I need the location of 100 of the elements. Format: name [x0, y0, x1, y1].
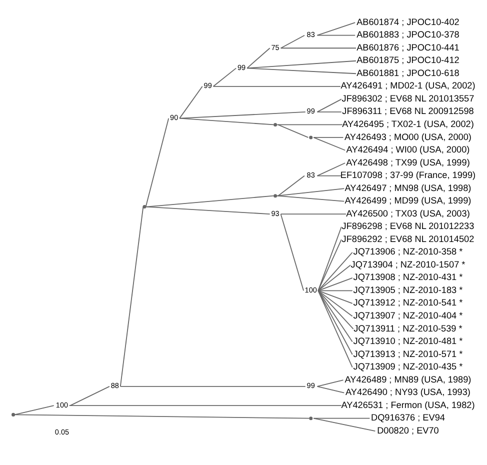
- node-point: [309, 416, 313, 420]
- node-text: JQ713908 ; NZ-2010-431 *: [353, 272, 463, 282]
- connector: [318, 238, 342, 291]
- node-text: AB601875 ; JPOC10-412: [356, 54, 460, 65]
- node-text: JF896302 ; EV68 NL 201013557: [342, 92, 474, 103]
- connector: [318, 251, 353, 291]
- node-text: AY426491 ; MD02-1 (USA, 2002): [340, 80, 476, 90]
- node-text: JQ713910 ; NZ-2010-481 *: [353, 336, 463, 346]
- connector: [318, 290, 353, 342]
- connector: [278, 124, 309, 138]
- connector: [179, 85, 203, 118]
- connector: [316, 162, 346, 176]
- connector: [276, 194, 345, 202]
- node-label: 90: [170, 112, 178, 122]
- node-label: 99: [238, 62, 246, 72]
- connector: [313, 136, 346, 150]
- node-text: DQ916376 ; EV94: [371, 412, 445, 422]
- node-text: AB601874 ; JPOC10-402: [356, 16, 460, 26]
- node-text: AY426493 ; MO00 (USA, 2000): [344, 131, 472, 142]
- connector: [146, 206, 270, 214]
- connector: [318, 226, 342, 291]
- connector: [316, 98, 342, 112]
- connector: [280, 34, 305, 48]
- connector: [120, 206, 144, 386]
- node-text: AY426500 ; TX03 (USA, 2003): [346, 208, 470, 218]
- connector: [313, 417, 370, 418]
- node-text: JF896298 ; EV68 NL 201012233: [342, 220, 474, 231]
- node-text: AY426495 ; TX02-1 (USA, 2002): [342, 118, 474, 128]
- node-text: AY426494 ; WI00 (USA, 2000): [346, 144, 470, 154]
- connector: [280, 213, 346, 214]
- node-point: [12, 412, 16, 416]
- node-text: EF107098 ; 37-99 (France, 1999): [340, 170, 476, 180]
- connector: [246, 60, 356, 68]
- node-text: AB601881 ; JPOC10-618: [356, 67, 460, 78]
- connector: [68, 404, 342, 406]
- connector: [316, 379, 344, 386]
- connector: [280, 213, 304, 291]
- node-label: 99: [306, 106, 315, 116]
- node-label: 99: [204, 80, 212, 90]
- node-text: AY426531 ; Fermon (USA, 1982): [341, 399, 475, 410]
- connector: [318, 276, 353, 291]
- node-point: [274, 194, 278, 198]
- connector: [179, 111, 306, 118]
- connector: [246, 47, 270, 68]
- node-label: 100: [56, 400, 68, 409]
- connector: [276, 188, 345, 196]
- node-text: AY426499 ; MD99 (USA, 1999): [344, 195, 472, 206]
- connector: [179, 117, 274, 125]
- connector: [318, 290, 353, 316]
- node-point: [274, 122, 278, 126]
- connector: [212, 67, 237, 86]
- node-text: JQ713911 ; NZ-2010-539 *: [354, 322, 462, 333]
- node-label: 100: [304, 284, 317, 294]
- node-text: JQ713904 ; NZ-2010-1507 *: [350, 258, 466, 269]
- connector: [146, 194, 274, 207]
- connector: [120, 385, 306, 386]
- node-label: 75: [271, 42, 280, 52]
- node-text: AY426490 ; NY93 (USA, 1993): [346, 386, 470, 397]
- connector: [318, 290, 353, 291]
- node-text: JQ713913 ; NZ-2010-571 *: [353, 348, 463, 358]
- connector: [316, 111, 342, 112]
- connector: [212, 85, 341, 86]
- connector: [280, 47, 356, 48]
- connector: [316, 34, 356, 36]
- node-label: 88: [110, 380, 119, 390]
- connector: [14, 404, 54, 415]
- connector: [246, 67, 356, 74]
- node-text: JF896292 ; EV68 NL 201014502: [342, 233, 474, 244]
- label: 0.05: [54, 427, 70, 436]
- node-label: 83: [306, 170, 315, 180]
- connector: [316, 22, 356, 36]
- connector: [318, 290, 353, 368]
- connector: [318, 290, 353, 354]
- connector: [313, 417, 376, 432]
- node-text: AB601883 ; JPOC10-378: [356, 29, 460, 40]
- node-label: 83: [306, 30, 315, 39]
- connector: [276, 124, 343, 125]
- connector: [318, 264, 351, 291]
- node-text: JQ713909 ; NZ-2010-435 *: [353, 361, 463, 372]
- node-text: JF896311 ; EV68 NL 200912598: [342, 106, 474, 116]
- node-text: JQ713906 ; NZ-2010-358 *: [353, 246, 463, 256]
- node-point: [309, 135, 313, 139]
- connector: [70, 385, 110, 406]
- connector: [318, 290, 354, 329]
- connector: [278, 174, 305, 196]
- node-label: 93: [271, 208, 280, 218]
- node-label: 99: [306, 380, 315, 390]
- node-text: JQ713905 ; NZ-2010-183 *: [353, 284, 463, 294]
- connector: [316, 385, 345, 393]
- node-text: AY426497 ; MN98 (USA, 1998): [344, 182, 472, 192]
- node-text: D00820 ; EV70: [377, 424, 439, 435]
- connector: [14, 414, 310, 418]
- node-text: AY426489 ; MN89 (USA, 1989): [344, 374, 472, 384]
- node-text: AB601876 ; JPOC10-441: [356, 42, 460, 52]
- connector: [318, 290, 353, 304]
- node-text: AY426498 ; TX99 (USA, 1999): [346, 156, 470, 167]
- node-point: [142, 204, 146, 208]
- connector: [313, 136, 344, 138]
- connector: [145, 117, 170, 207]
- node-text: JQ713912 ; NZ-2010-541 *: [353, 297, 463, 308]
